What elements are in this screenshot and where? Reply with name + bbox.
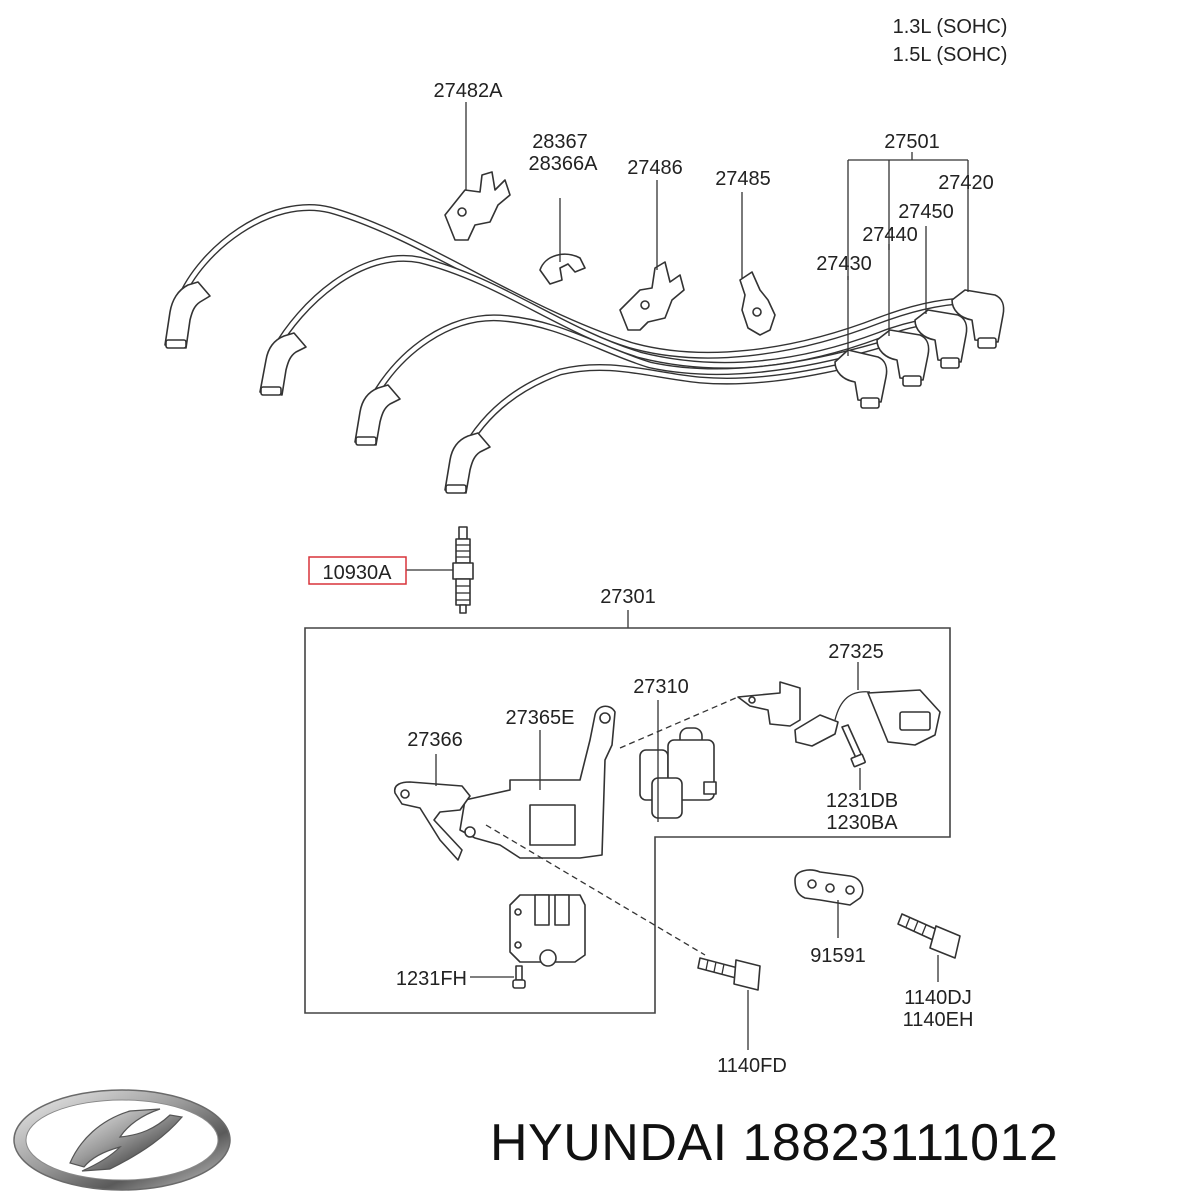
bracket-27366 xyxy=(393,781,471,861)
label-28366A: 28366A xyxy=(529,153,599,175)
plug-boot-3 xyxy=(354,384,401,446)
engine-variant-1: 1.3L (SOHC) xyxy=(893,16,1008,38)
ignition-coil-27310 xyxy=(639,727,717,819)
label-27440: 27440 xyxy=(862,224,918,246)
plug-boot-1 xyxy=(164,281,211,349)
plug-boot-4 xyxy=(444,432,491,494)
coil-boot-27430 xyxy=(834,349,888,409)
label-1231FH: 1231FH xyxy=(396,968,467,990)
label-1140DJ: 1140DJ xyxy=(904,987,971,1009)
cable-clamp-27482A xyxy=(444,171,511,241)
bolt-1140DJ xyxy=(897,913,961,959)
coil-boot-27420 xyxy=(951,289,1005,349)
part-number: 18823111012 xyxy=(742,1114,1059,1172)
label-27430: 27430 xyxy=(816,253,872,275)
cable-clamp-28367 xyxy=(539,253,586,285)
footer-title: HYUNDAI 18823111012 xyxy=(490,1108,1058,1178)
label-10930A: 10930A xyxy=(323,562,393,584)
label-28367: 28367 xyxy=(532,131,588,153)
hyundai-logo-icon xyxy=(13,1089,231,1191)
label-91591: 91591 xyxy=(810,945,866,967)
screw-1231DB xyxy=(841,724,866,768)
label-1230BA: 1230BA xyxy=(826,812,898,834)
label-27482A: 27482A xyxy=(434,80,504,102)
label-27485: 27485 xyxy=(715,168,771,190)
spark-plug-10930A xyxy=(452,526,474,614)
label-27365E: 27365E xyxy=(506,707,575,729)
assembly-27301-frame xyxy=(304,627,951,1014)
label-27325: 27325 xyxy=(828,641,884,663)
cable-clamp-27486 xyxy=(619,261,685,331)
ignitor-module xyxy=(509,894,586,967)
label-27420: 27420 xyxy=(938,172,994,194)
plug-boot-2 xyxy=(259,332,307,396)
cable-clamp-27485 xyxy=(739,271,776,336)
bolt-1140FD xyxy=(697,957,761,991)
bracket-27365E xyxy=(459,705,616,859)
label-27501: 27501 xyxy=(884,131,940,153)
label-1140EH: 1140EH xyxy=(903,1009,974,1031)
label-27486: 27486 xyxy=(627,157,683,179)
label-1140FD: 1140FD xyxy=(717,1055,787,1077)
coil-boot-27450 xyxy=(914,309,968,369)
label-27366: 27366 xyxy=(407,729,463,751)
label-27301: 27301 xyxy=(600,586,656,608)
sensor-27325 xyxy=(737,681,941,747)
bracket-91591 xyxy=(794,869,864,906)
coil-boot-27440 xyxy=(876,329,930,387)
label-27310: 27310 xyxy=(633,676,689,698)
brand-name: HYUNDAI xyxy=(490,1114,728,1172)
screw-1231FH xyxy=(512,965,526,989)
engine-variant-2: 1.5L (SOHC) xyxy=(893,44,1008,66)
spark-plug-cable-set xyxy=(164,204,1005,494)
label-1231DB: 1231DB xyxy=(826,790,898,812)
label-27450: 27450 xyxy=(898,201,954,223)
highlighted-part-box xyxy=(308,556,407,585)
